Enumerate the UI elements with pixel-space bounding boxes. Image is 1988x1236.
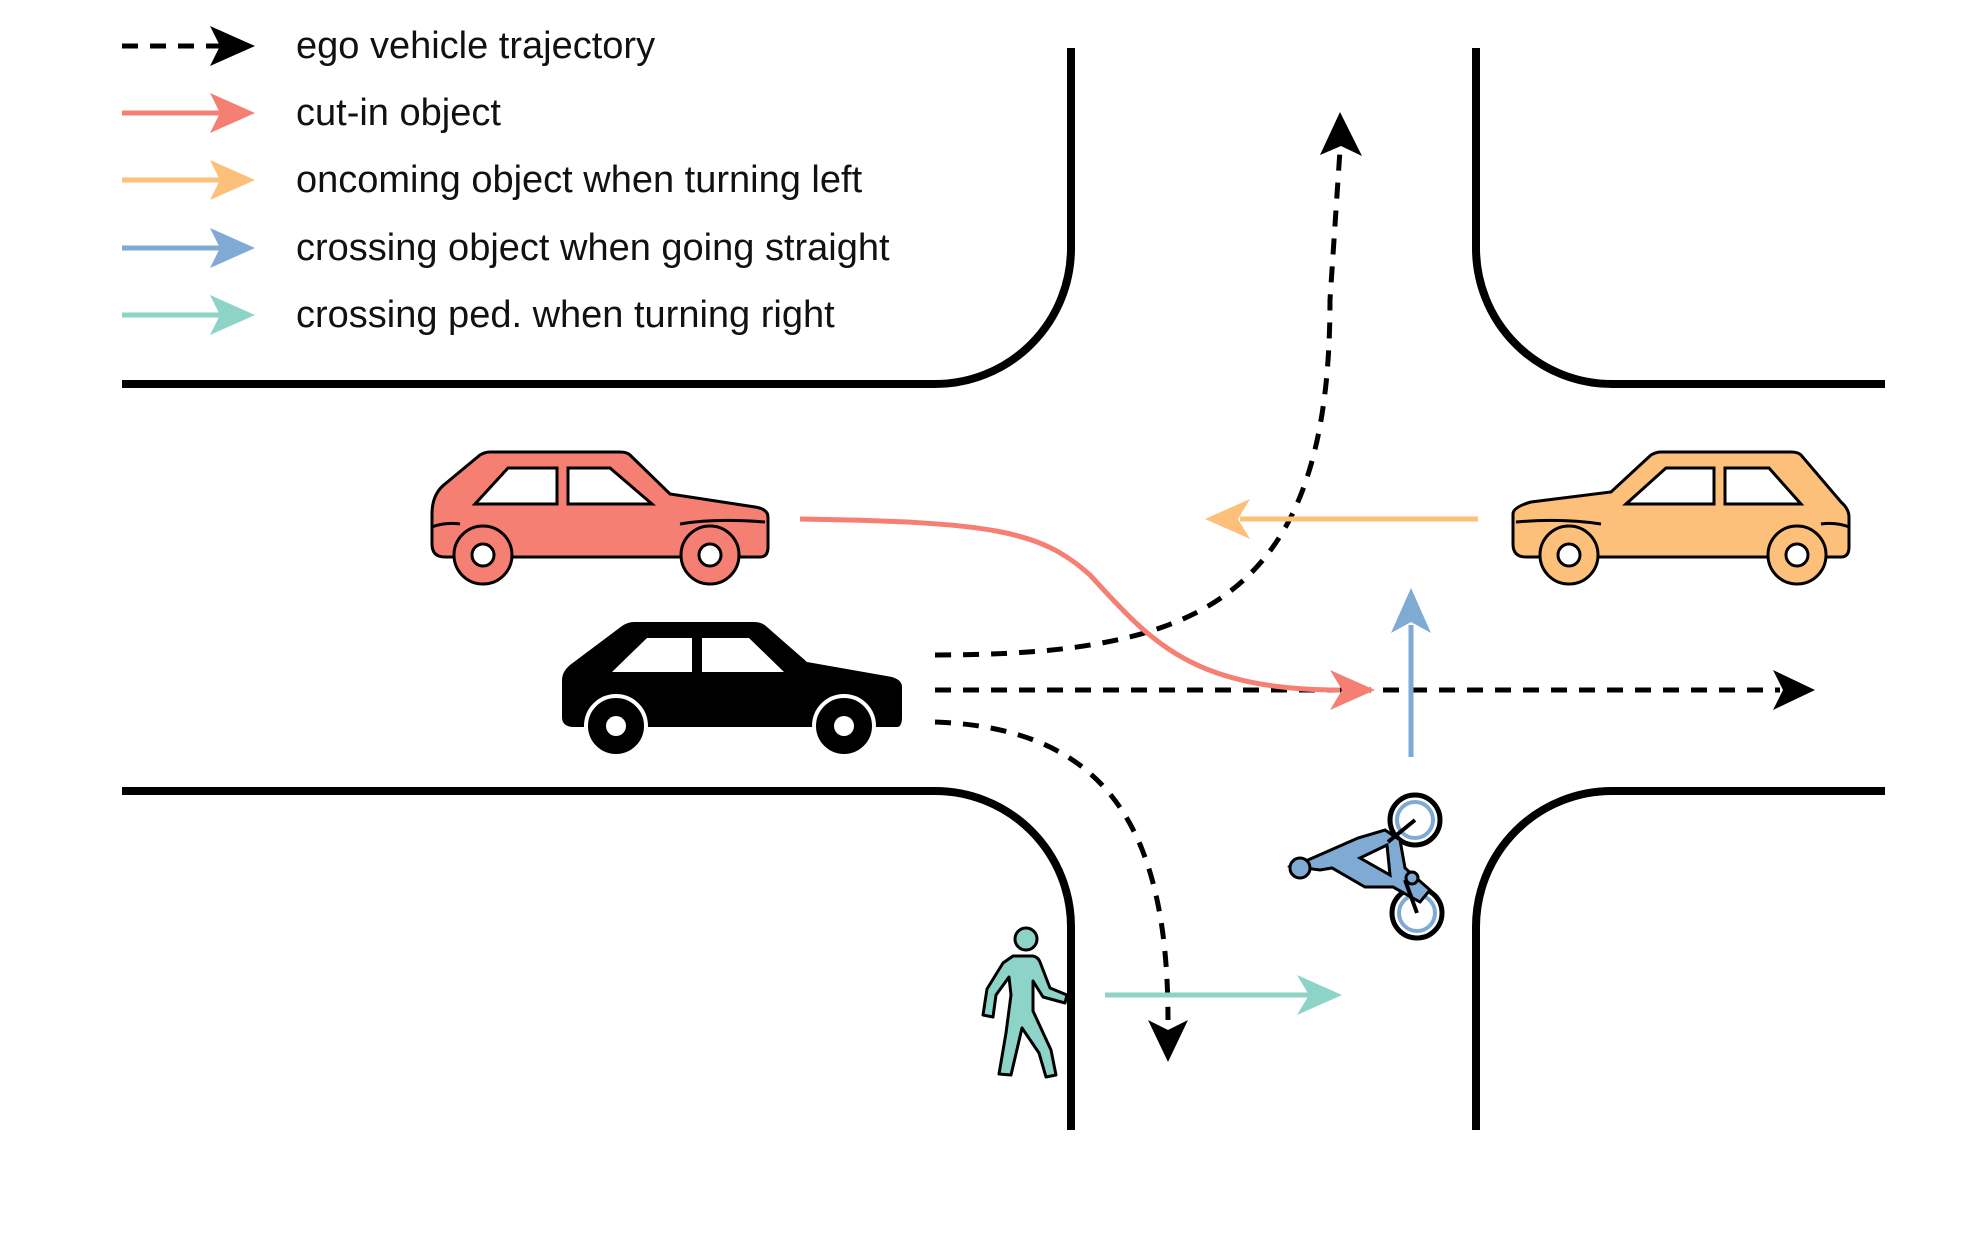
crossing-arrow xyxy=(1391,588,1431,757)
arrowhead-icon xyxy=(210,295,255,335)
legend-item: ego vehicle trajectory xyxy=(122,25,655,67)
arrowhead-icon xyxy=(1205,499,1250,539)
arrowhead-icon xyxy=(1297,975,1342,1015)
legend-label: ego vehicle trajectory xyxy=(296,25,655,67)
road-edge-top-left xyxy=(122,48,1075,388)
arrowhead-icon xyxy=(1391,588,1431,633)
ego-trajectory-right-turn xyxy=(934,719,1171,1021)
pedestrian-icon xyxy=(981,926,1069,1079)
legend-label: cut-in object xyxy=(296,92,501,134)
cyclist-icon xyxy=(1287,792,1445,941)
legend-item: oncoming object when turning left xyxy=(122,159,863,201)
arrowhead-icon xyxy=(210,228,255,268)
pedestrian-arrow xyxy=(1105,975,1342,1015)
arrowhead-icon xyxy=(210,160,255,200)
arrowhead-icon xyxy=(210,26,255,66)
legend-item: cut-in object xyxy=(122,92,501,134)
oncoming-arrow xyxy=(1205,499,1478,539)
road-edges xyxy=(122,48,1885,1130)
road-edge-bottom-left xyxy=(122,787,1075,1130)
legend-label: crossing object when going straight xyxy=(296,227,890,269)
road-edge-top-right xyxy=(1472,48,1885,388)
legend-item: crossing object when going straight xyxy=(122,227,890,269)
legend-label: oncoming object when turning left xyxy=(296,159,863,201)
ego-trajectories xyxy=(934,112,1815,1062)
legend-label: crossing ped. when turning right xyxy=(296,294,835,336)
legend: ego vehicle trajectory cut-in object onc… xyxy=(122,25,890,336)
oncoming-car-icon xyxy=(1511,450,1851,586)
ego-car-icon xyxy=(562,622,902,758)
cut-in-car-icon xyxy=(430,450,770,586)
ego-trajectory-left-turn xyxy=(934,149,1343,658)
arrowhead-icon xyxy=(1773,670,1815,710)
arrowhead-icon xyxy=(1148,1020,1188,1062)
legend-item: crossing ped. when turning right xyxy=(122,294,835,336)
arrowhead-icon xyxy=(210,93,255,133)
cut-in-arrow xyxy=(799,516,1375,710)
arrowhead-icon xyxy=(1330,670,1375,710)
road-edge-bottom-right xyxy=(1472,787,1885,1130)
arrowhead-icon xyxy=(1320,112,1362,156)
